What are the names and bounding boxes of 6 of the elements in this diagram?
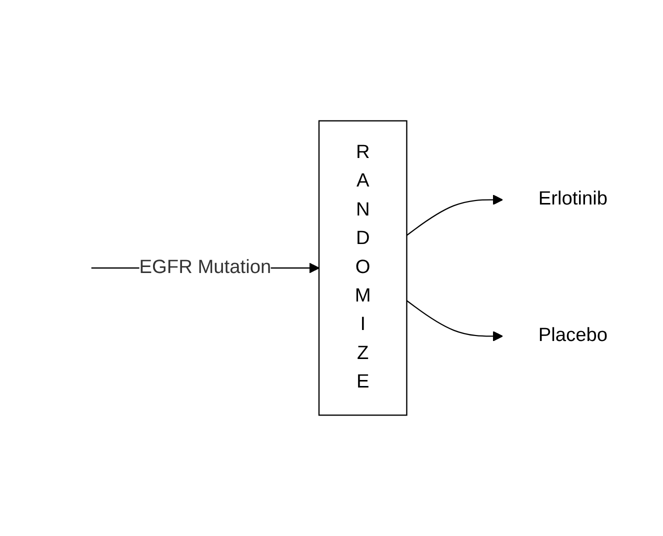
arrow — [406, 300, 503, 342]
arrow — [406, 194, 503, 236]
node-text: Placebo — [538, 325, 608, 346]
node-box: R A N D O M I Z E — [318, 120, 408, 416]
edge-label: EGFR Mutation — [139, 257, 272, 278]
node-text: Erlotinib — [538, 189, 608, 210]
